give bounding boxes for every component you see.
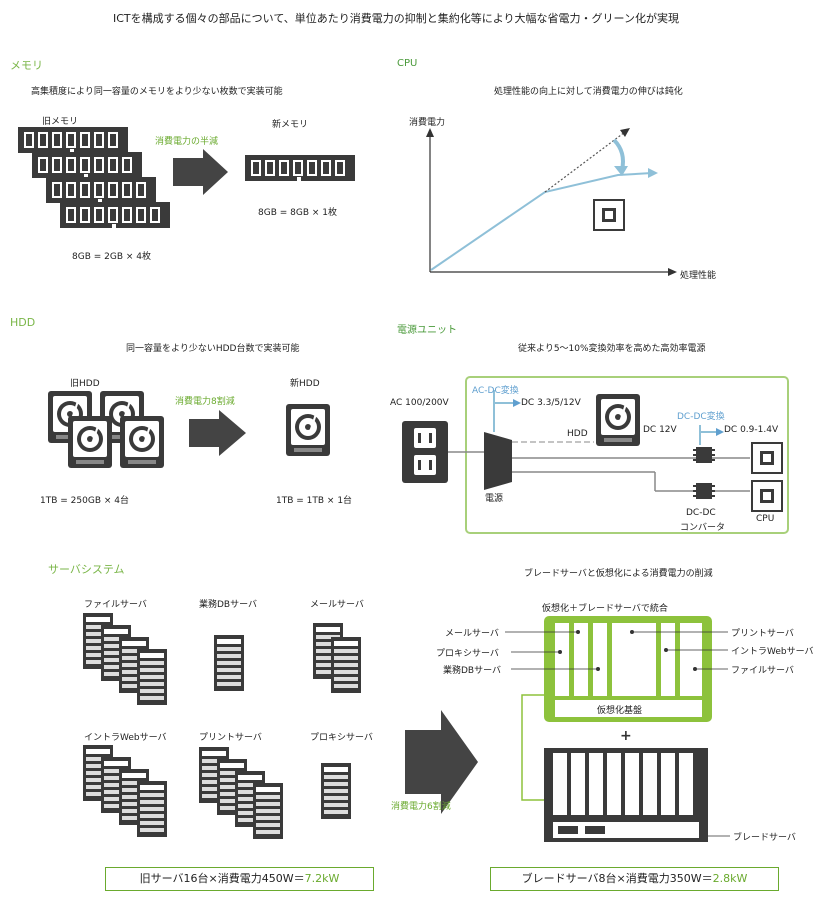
psu-heading: 電源ユニット xyxy=(397,325,457,336)
server-type-web: イントラWebサーバ xyxy=(84,733,167,743)
psu-icon xyxy=(484,432,512,490)
virt-title: 仮想化＋ブレードサーバで統合 xyxy=(542,604,668,614)
memory-reduction-arrow xyxy=(173,149,228,195)
server-type-db: 業務DBサーバ xyxy=(199,600,258,610)
cpu-heading: CPU xyxy=(397,58,418,69)
virt-right-label-web: イントラWebサーバ xyxy=(731,647,814,657)
old-memory-module-3 xyxy=(46,177,156,203)
new-hdd-caption: 1TB = 1TB × 1台 xyxy=(276,496,353,506)
new-memory-caption: 8GB = 8GB × 1枚 xyxy=(258,208,338,218)
psu-dcdc-label: DC-DC変換 xyxy=(677,412,725,422)
new-server-summary: ブレードサーバ8台×消費電力350W＝2.8kW xyxy=(490,867,779,891)
page-title: ICTを構成する個々の部品について、単位あたり消費電力の抑制と集約化等により大幅… xyxy=(113,12,679,25)
memory-subtitle: 高集積度により同一容量のメモリをより少ない枚数で実装可能 xyxy=(31,87,283,97)
blade-title: ブレードサーバと仮想化による消費電力の削減 xyxy=(524,569,713,579)
cpu-subtitle: 処理性能の向上に対して消費電力の伸びは鈍化 xyxy=(494,87,683,97)
psu-chip-icon xyxy=(751,442,783,474)
new-hdd xyxy=(285,403,331,457)
psu-cpu-label: CPU xyxy=(756,514,775,524)
new-server-total: 2.8kW xyxy=(712,872,748,885)
virt-left-label-proxy: プロキシサーバ xyxy=(436,649,499,659)
hdd-reduction-arrow xyxy=(189,410,246,456)
blade-enclosure xyxy=(544,748,730,842)
server-heading: サーバシステム xyxy=(48,563,125,576)
new-memory-module xyxy=(245,155,355,181)
psu-hdd-label: HDD xyxy=(567,429,588,439)
cpu-x-axis-label: 処理性能 xyxy=(680,271,717,281)
cpu-expected-line xyxy=(544,131,626,193)
old-server-summary: 旧サーバ16台×消費電力450W＝7.2kW xyxy=(105,867,374,891)
old-memory-module-2 xyxy=(32,152,142,178)
psu-cpu-icon xyxy=(751,480,783,512)
psu-frame xyxy=(465,376,789,534)
hdd-subtitle: 同一容量をより少ないHDD台数で実装可能 xyxy=(126,344,300,354)
server-type-mail: メールサーバ xyxy=(310,600,364,610)
server-type-file: ファイルサーバ xyxy=(84,600,147,610)
virtualization-block xyxy=(505,616,728,722)
server-type-print: プリントサーバ xyxy=(199,733,262,743)
old-hdd-4 xyxy=(119,415,165,469)
psu-converter-line2: コンバータ xyxy=(680,523,726,533)
psu-diagram xyxy=(402,376,789,534)
virt-base-label: 仮想化基盤 xyxy=(597,706,643,716)
memory-arrow-label: 消費電力の半減 xyxy=(155,137,219,147)
psu-ac-input: AC 100/200V xyxy=(390,398,449,408)
psu-dc-low: DC 0.9-1.4V xyxy=(724,425,779,435)
hdd-heading: HDD xyxy=(10,316,36,329)
psu-label: 電源 xyxy=(485,494,504,504)
server-arrow-label: 消費電力6割減 xyxy=(391,802,451,812)
old-hdd-label: 旧HDD xyxy=(70,379,100,389)
outlet-icon xyxy=(402,421,448,483)
psu-dc12-label: DC 12V xyxy=(643,425,677,435)
psu-subtitle: 従来より5～10%変換効率を高めた高効率電源 xyxy=(518,344,706,354)
old-memory-module-1 xyxy=(18,127,128,153)
cpu-y-axis-label: 消費電力 xyxy=(409,118,446,128)
psu-converter-line1: DC-DC xyxy=(686,508,716,518)
memory-heading: メモリ xyxy=(10,59,43,72)
dcdc-chip-1 xyxy=(693,447,715,463)
psu-dc-out: DC 3.3/5/12V xyxy=(521,398,581,408)
virt-left-label-mail: メールサーバ xyxy=(445,629,499,639)
old-memory-label: 旧メモリ xyxy=(42,117,79,127)
hdd-arrow-label: 消費電力8割減 xyxy=(175,397,235,407)
psu-hdd-icon xyxy=(595,393,641,447)
blade-server-label: ブレードサーバ xyxy=(733,833,796,843)
virt-left-label-db: 業務DBサーバ xyxy=(443,666,502,676)
plus-sign: + xyxy=(620,728,632,744)
virt-right-label-file: ファイルサーバ xyxy=(731,666,794,676)
old-memory-caption: 8GB = 2GB × 4枚 xyxy=(72,252,152,262)
old-server-total: 7.2kW xyxy=(304,872,340,885)
new-memory-label: 新メモリ xyxy=(272,120,309,130)
virt-right-label-print: プリントサーバ xyxy=(731,629,794,639)
psu-acdc-label: AC-DC変換 xyxy=(472,386,519,396)
old-server-cluster xyxy=(83,613,361,839)
cpu-chart xyxy=(426,128,677,276)
cpu-chip-icon xyxy=(593,199,625,231)
virt-base-bar xyxy=(555,700,702,717)
old-memory-module-4 xyxy=(60,202,170,228)
dcdc-chip-2 xyxy=(693,483,715,499)
server-type-proxy: プロキシサーバ xyxy=(310,733,373,743)
new-hdd-label: 新HDD xyxy=(290,379,320,389)
old-hdd-caption: 1TB = 250GB × 4台 xyxy=(40,496,129,506)
old-hdd-3 xyxy=(67,415,113,469)
cpu-actual-line xyxy=(430,172,653,271)
server-reduction-arrow xyxy=(405,710,478,814)
